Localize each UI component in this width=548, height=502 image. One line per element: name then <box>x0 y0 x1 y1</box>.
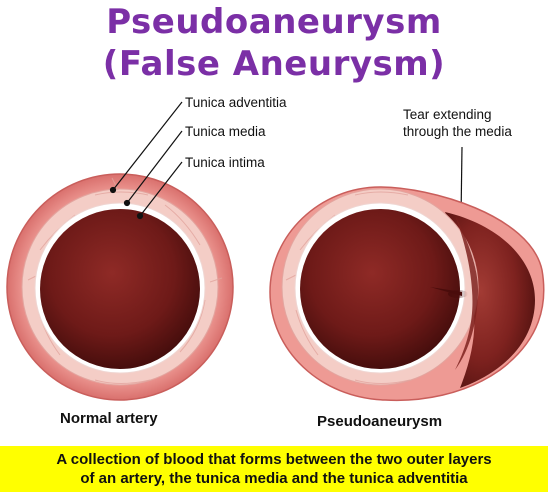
label-tear-line-2: through the media <box>403 124 512 139</box>
pointer-media <box>126 130 183 204</box>
label-tear-line-1: Tear extending <box>403 107 492 122</box>
pointer-intima <box>139 161 183 217</box>
hematoma-inner-edge <box>455 215 478 370</box>
caption-pseudoaneurysm: Pseudoaneurysm <box>317 413 443 430</box>
title-line-2: (False Aneurysm) <box>102 44 446 84</box>
caption-normal-artery: Normal artery <box>60 410 158 427</box>
label-tunica-adventitia: Tunica adventitia <box>185 95 287 110</box>
normal-lumen <box>40 209 200 369</box>
banner-line-2: of an artery, the tunica media and the t… <box>80 470 468 487</box>
label-tunica-media: Tunica media <box>185 124 266 139</box>
title-line-1: Pseudoaneurysm <box>106 2 442 42</box>
banner-line-1: A collection of blood that forms between… <box>56 451 492 468</box>
tear-shadow <box>448 290 468 298</box>
normal-artery <box>6 173 234 401</box>
pseudoaneurysm-artery <box>269 186 545 402</box>
definition-banner: A collection of blood that forms between… <box>0 446 548 492</box>
label-tunica-intima: Tunica intima <box>185 155 265 170</box>
pointer-adventitia <box>112 101 183 191</box>
pseudo-lumen <box>300 209 460 369</box>
